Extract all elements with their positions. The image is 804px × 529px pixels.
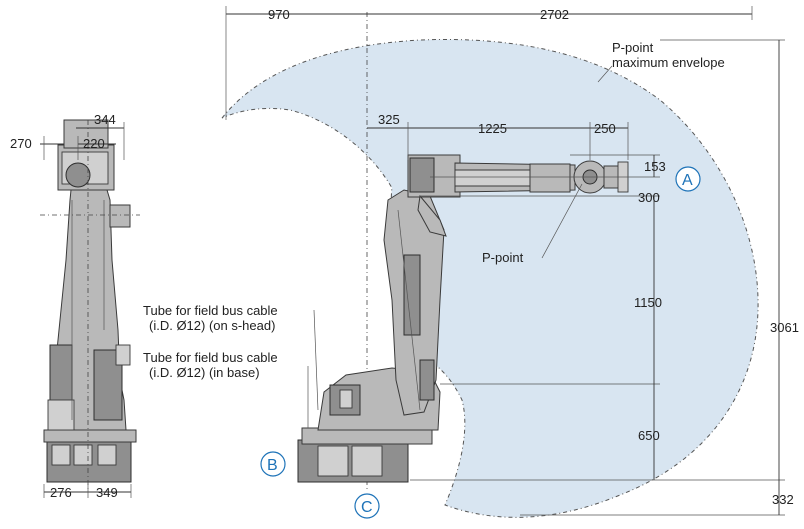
dim-270: 270	[10, 136, 32, 151]
envelope-label-line1: P-point	[612, 40, 654, 55]
dim-1150: 1150	[634, 295, 662, 310]
dim-325: 325	[378, 112, 400, 127]
dim-650: 650	[638, 428, 660, 443]
dim-2702: 2702	[540, 7, 569, 22]
dim-1225: 1225	[478, 121, 507, 136]
dim-349: 349	[96, 485, 118, 500]
ppoint-label: P-point	[482, 250, 524, 265]
dim-220: 220	[83, 136, 105, 151]
svg-text:C: C	[361, 499, 373, 516]
svg-text:A: A	[682, 172, 693, 189]
tube-head-label-2: (i.D. Ø12) (on s-head)	[149, 318, 275, 333]
side-view-robot	[40, 119, 140, 492]
marker-c: C	[354, 493, 380, 519]
dim-344: 344	[94, 112, 116, 127]
marker-a: A	[675, 166, 701, 192]
svg-text:B: B	[267, 457, 278, 474]
envelope-label-line2: maximum envelope	[612, 55, 725, 70]
dim-332: 332	[772, 492, 794, 507]
dim-153: 153	[644, 159, 666, 174]
dim-250: 250	[594, 121, 616, 136]
dim-970: 970	[268, 7, 290, 22]
dim-3061: 3061	[770, 320, 799, 335]
tube-base-label-2: (i.D. Ø12) (in base)	[149, 365, 260, 380]
main-robot	[297, 154, 629, 483]
working-envelope	[221, 39, 759, 518]
main-dimensions	[225, 6, 785, 516]
marker-b: B	[260, 451, 286, 477]
side-view-dimensions	[40, 122, 132, 498]
tube-head-label-1: Tube for field bus cable	[143, 303, 278, 318]
dim-300: 300	[638, 190, 660, 205]
tube-base-label-1: Tube for field bus cable	[143, 350, 278, 365]
dim-276: 276	[50, 485, 72, 500]
